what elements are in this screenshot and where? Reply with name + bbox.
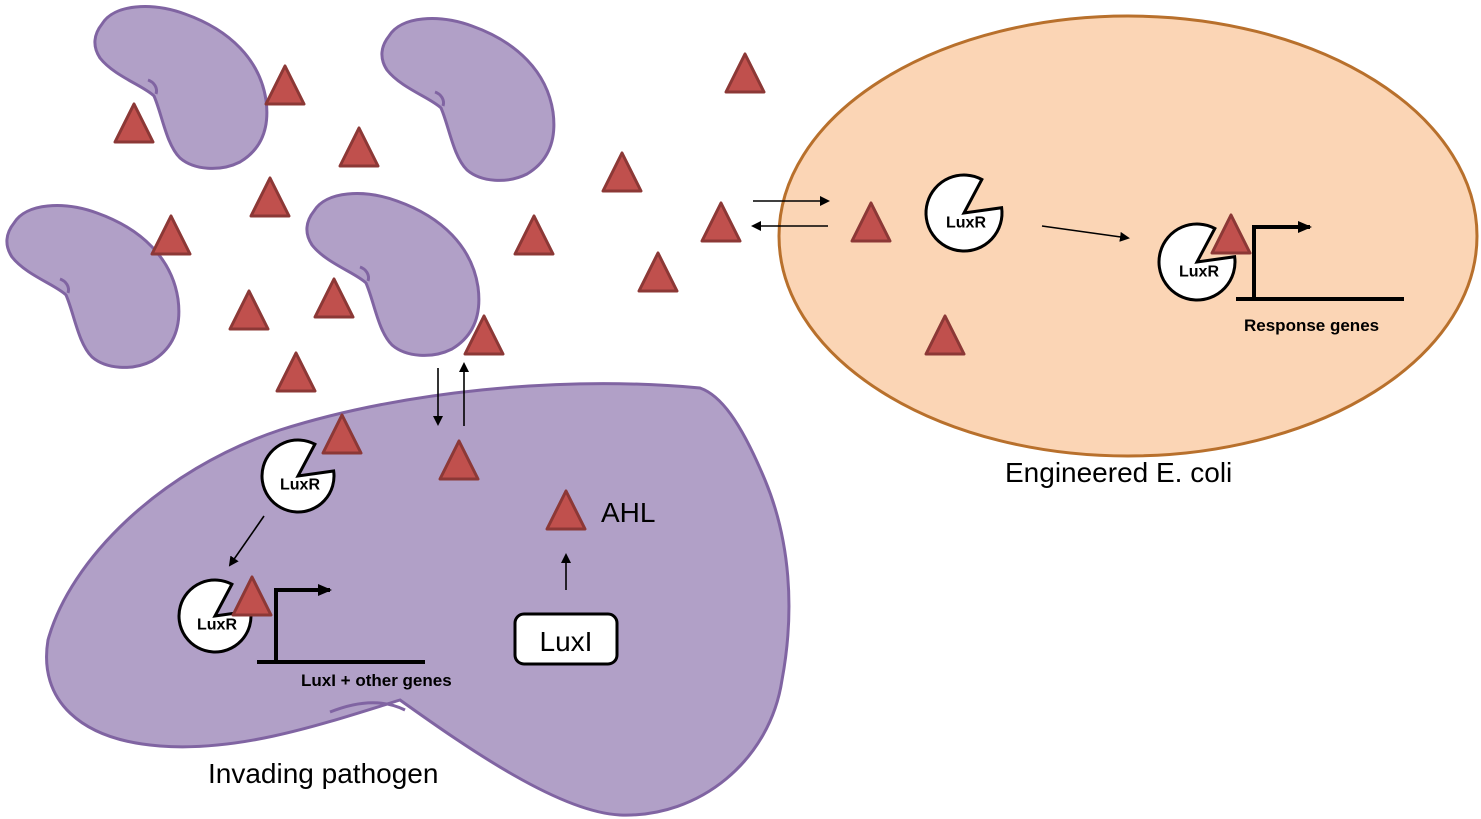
ahl-molecule-icon: [513, 214, 555, 256]
luxr-label: LuxR: [946, 214, 986, 231]
ahl-molecule-icon: [313, 277, 355, 319]
ahl-molecule-icon: [463, 314, 505, 356]
luxr-label: LuxR: [197, 617, 237, 634]
arrow-luxr-binding-pathogen: [228, 515, 265, 567]
ahl-molecule-icon: [545, 489, 587, 531]
luxr-protein: LuxR: [260, 438, 336, 514]
pathogen-notch-mark: [329, 701, 406, 714]
ahl-molecule-icon: [637, 251, 679, 293]
ahl-molecule-icon: [924, 314, 966, 356]
invading-pathogen-label: Invading pathogen: [208, 758, 438, 789]
small-pathogen-cell: [5, 204, 181, 369]
luxi-enzyme: LuxI: [513, 612, 619, 666]
ahl-molecule-icon: [249, 176, 291, 218]
luxr-protein: LuxR: [1157, 222, 1237, 302]
luxr-label: LuxR: [1179, 263, 1219, 280]
ahl-molecule-icon: [113, 102, 155, 144]
ahl-molecule-icon: [321, 413, 363, 455]
ahl-molecule-icon: [228, 289, 270, 331]
ahl-molecule-icon: [700, 201, 742, 243]
small-pathogen-cell: [380, 17, 556, 182]
arrow-luxr-binding-ecoli: [1041, 225, 1130, 242]
ahl-molecule-icon: [338, 126, 380, 168]
ecoli-genes-label: Response genes: [1244, 316, 1379, 335]
invading-pathogen-cell: [45, 382, 791, 817]
pathogen-promoter: [257, 584, 425, 664]
ahl-molecule-icon: [275, 351, 317, 393]
ahl-molecule-icon: [150, 214, 192, 256]
ahl-molecule-icon: [1210, 213, 1252, 255]
luxi-label: LuxI: [540, 626, 593, 657]
ahl-molecule-icon: [850, 201, 892, 243]
engineered-ecoli-label: Engineered E. coli: [1005, 457, 1232, 488]
ahl-molecule-icon: [264, 64, 306, 106]
small-pathogen-cell: [305, 192, 481, 357]
ecoli-promoter: [1236, 221, 1404, 301]
luxr-protein: LuxR: [924, 173, 1004, 253]
ahl-molecule-icon: [438, 439, 480, 481]
small-pathogen-cell: [93, 5, 269, 170]
ahl-label: AHL: [601, 497, 655, 528]
luxr-label: LuxR: [280, 477, 320, 494]
pathogen-genes-label: LuxI + other genes: [301, 671, 452, 690]
luxr-protein: LuxR: [177, 578, 253, 654]
ahl-molecule-icon: [231, 575, 273, 617]
ahl-molecule-icon: [724, 52, 766, 94]
ahl-molecule-icon: [601, 151, 643, 193]
